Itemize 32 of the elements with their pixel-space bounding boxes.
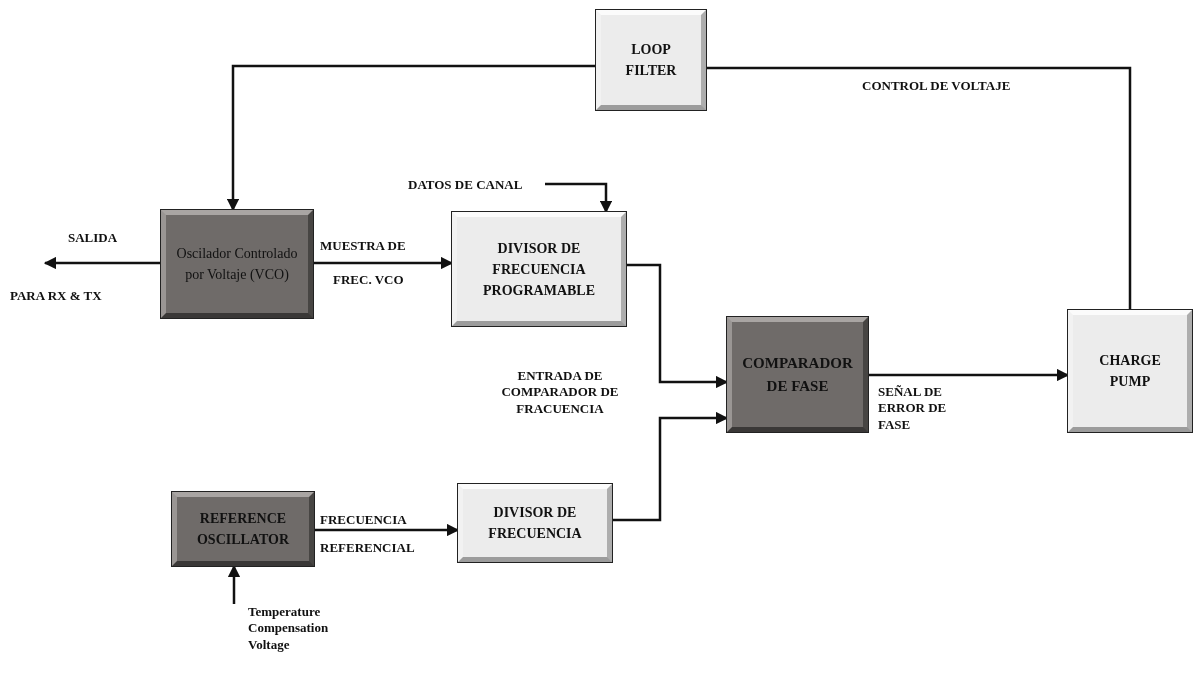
arrow	[313, 256, 454, 270]
node-label: Temperature Compensation Voltage	[248, 604, 330, 653]
arrow	[545, 182, 613, 214]
arrow	[612, 411, 729, 522]
node-label: LOOP FILTER	[624, 41, 678, 80]
process-box	[172, 492, 314, 566]
node-label: DIVISOR DE FRECUENCIA PROGRAMABLE	[482, 239, 596, 300]
arrow	[226, 64, 596, 212]
signal-label: FREC. VCO	[333, 272, 405, 289]
arrow	[227, 564, 241, 604]
node-label: CHARGE PUMP	[1098, 352, 1162, 391]
process-box	[727, 317, 868, 432]
signal-label: SALIDA	[68, 230, 119, 247]
signal-label: ENTRADA DE COMPARADOR DE FRACUENCIA	[500, 368, 620, 417]
process-box	[161, 210, 313, 318]
arrow	[314, 523, 460, 537]
node-label: Oscilador Controlado por Voltaje (VCO)	[175, 245, 299, 284]
process-box	[452, 212, 626, 326]
signal-label: PARA RX & TX	[10, 288, 103, 305]
process-box	[596, 10, 706, 110]
signal-label: REFERENCIAL	[320, 540, 416, 557]
node-label: REFERENCE OSCILLATOR	[195, 510, 291, 549]
signal-label: MUESTRA DE	[320, 238, 407, 255]
arrow	[43, 256, 161, 270]
node-label: COMPARADOR DE FASE	[741, 354, 854, 396]
process-box	[458, 484, 612, 562]
signal-label: FRECUENCIA	[320, 512, 408, 529]
process-box	[1068, 310, 1192, 432]
arrow	[626, 263, 729, 389]
node-label: DATOS DE CANAL	[408, 176, 523, 194]
node-label: DIVISOR DE FRECUENCIA	[487, 504, 583, 543]
arrow	[868, 368, 1070, 382]
